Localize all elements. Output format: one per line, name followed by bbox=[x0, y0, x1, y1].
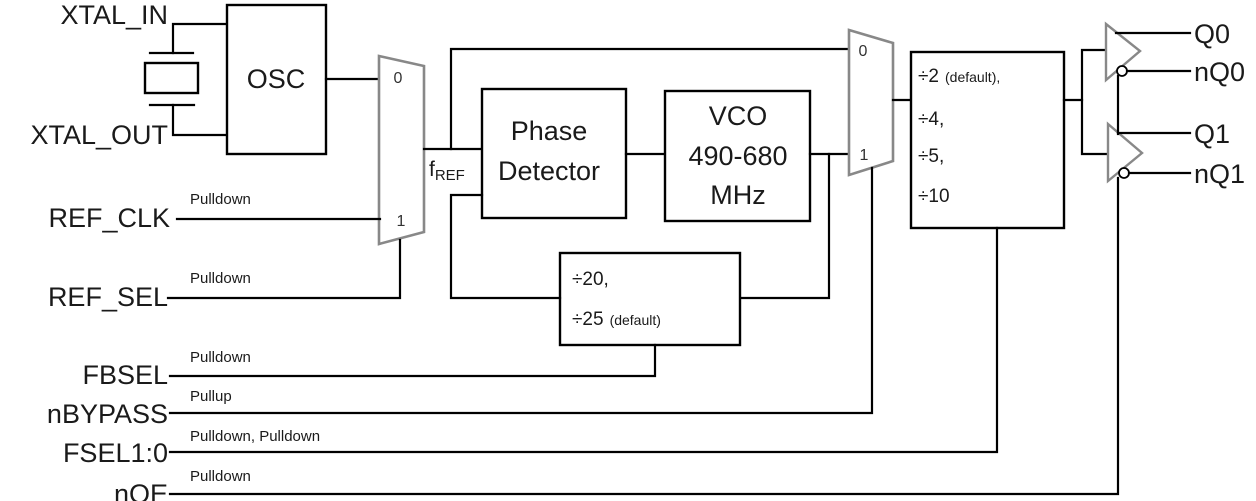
xtal-in-label: XTAL_IN bbox=[60, 0, 168, 30]
xtal-out-wire bbox=[171, 103, 231, 137]
crystal bbox=[143, 22, 231, 137]
ref-mux-input-0-label: 0 bbox=[394, 70, 403, 87]
output-divider-block bbox=[909, 50, 1066, 230]
nq1-label: nQ1 bbox=[1194, 159, 1245, 189]
ref-mux-input-1-label: 1 bbox=[397, 213, 406, 230]
output-divider-item-1: ÷4, bbox=[918, 109, 944, 130]
phase-detector-block bbox=[480, 87, 628, 220]
ref-clk-pulldown-label: Pulldown bbox=[190, 191, 251, 208]
fsel-pulldown-label: Pulldown, Pulldown bbox=[190, 428, 320, 445]
ref-sel-pulldown-label: Pulldown bbox=[190, 270, 251, 287]
crystal-body bbox=[143, 61, 200, 95]
ref-clk-label: REF_CLK bbox=[48, 203, 170, 233]
fsel-wire bbox=[168, 226, 999, 454]
fref-label: fREF bbox=[429, 158, 465, 184]
fsel-label: FSEL1:0 bbox=[63, 438, 168, 468]
phase-detector-label-line2: Detector bbox=[498, 156, 600, 186]
feedback-divider-line2: ÷25(default) bbox=[572, 309, 661, 330]
noe-pulldown-label: Pulldown bbox=[190, 468, 251, 485]
phase-detector-label-line1: Phase bbox=[511, 116, 588, 146]
nbypass-label: nBYPASS bbox=[47, 399, 168, 429]
vco-label-line1: VCO bbox=[709, 101, 768, 131]
nq0-label: nQ0 bbox=[1194, 57, 1245, 87]
ref-sel-label: REF_SEL bbox=[48, 282, 168, 312]
output-buffer-1-invert-bubble bbox=[1118, 167, 1130, 179]
nbypass-wire bbox=[168, 166, 874, 415]
noe-wire bbox=[168, 176, 1120, 496]
fbsel-pulldown-label: Pulldown bbox=[190, 349, 251, 366]
xtal-out-label: XTAL_OUT bbox=[30, 120, 168, 150]
output-buffer-0-invert-bubble bbox=[1116, 65, 1128, 77]
output-divider-item-3: ÷10 bbox=[918, 186, 950, 207]
fbsel-wire bbox=[168, 343, 657, 378]
vco-label-line3: MHz bbox=[710, 180, 766, 210]
vco-feedback-wire bbox=[738, 152, 831, 300]
nbypass-pullup-label: Pullup bbox=[190, 388, 232, 405]
ref-sel-wire bbox=[166, 238, 402, 300]
q1-label: Q1 bbox=[1194, 119, 1230, 149]
osc-block bbox=[225, 3, 328, 156]
q0-label: Q0 bbox=[1194, 19, 1230, 49]
output-divider-item-2: ÷5, bbox=[918, 146, 944, 167]
feedback-divider-line1: ÷20, bbox=[572, 269, 609, 290]
output-divider-item-0: ÷2(default), bbox=[918, 66, 1000, 87]
vco-label-line2: 490-680 bbox=[688, 141, 787, 171]
bypass-mux-input-0-label: 0 bbox=[859, 43, 868, 60]
bypass-path-wire bbox=[449, 47, 851, 151]
bypass-mux bbox=[847, 28, 895, 177]
osc-label: OSC bbox=[247, 64, 306, 94]
fanout-wire bbox=[1080, 48, 1110, 156]
feedback-to-pd-wire bbox=[449, 193, 562, 300]
noe-label: nOE bbox=[114, 479, 168, 501]
bypass-mux-input-1-label: 1 bbox=[860, 147, 869, 164]
vco-block bbox=[663, 89, 812, 223]
feedback-divider-block bbox=[558, 251, 742, 347]
fbsel-label: FBSEL bbox=[82, 360, 168, 390]
xtal-in-wire bbox=[171, 22, 229, 55]
ref-select-mux bbox=[377, 54, 426, 246]
output-buffer-1 bbox=[1106, 121, 1144, 184]
